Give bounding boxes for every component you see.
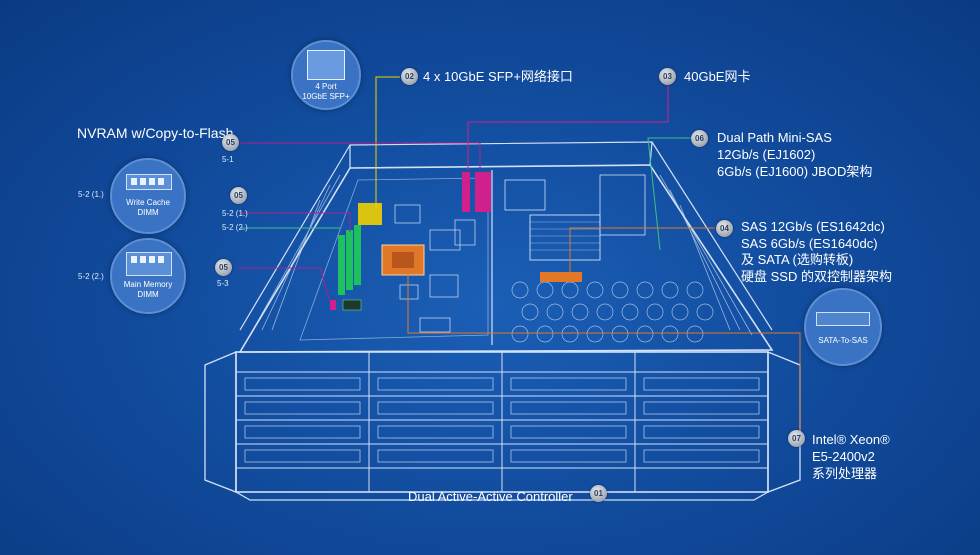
nvram-title: NVRAM w/Copy-to-Flash bbox=[77, 125, 234, 141]
sata-inset-caption: SATA-To-SAS bbox=[818, 336, 868, 345]
callout-04-line-4: 硬盘 SSD 的双控制器架构 bbox=[741, 269, 892, 284]
callout-01-badge: 01 bbox=[590, 485, 607, 502]
callout-07-line-1: Intel® Xeon® bbox=[812, 432, 890, 447]
sata-to-sas-inset: SATA-To-SAS bbox=[804, 288, 882, 366]
callout-07-line-3: 系列处理器 bbox=[812, 466, 878, 481]
callout-06-line-1: Dual Path Mini-SAS bbox=[717, 130, 832, 145]
main-memory-dimm-inset: Main Memory DIMM bbox=[110, 238, 186, 314]
sfp-module-inset: 4 Port 10GbE SFP+ bbox=[291, 40, 361, 110]
callout-06-line-2: 12Gb/s (EJ1602) bbox=[717, 147, 816, 162]
tag-5-2-2-left: 5-2 (2.) bbox=[78, 272, 104, 281]
callout-03-badge: 03 bbox=[659, 68, 676, 85]
sfp-inset-caption-2: 10GbE SFP+ bbox=[302, 92, 350, 101]
callout-05-badge-3: 05 bbox=[215, 259, 232, 276]
callout-06-line-3: 6Gb/s (EJ1600) JBOD架构 bbox=[717, 164, 873, 179]
callout-06-badge: 06 bbox=[691, 130, 708, 147]
tag-5-2-1-left: 5-2 (1.) bbox=[78, 190, 104, 199]
callout-07-line-2: E5-2400v2 bbox=[812, 449, 875, 464]
callout-05-sub-5-2-1: 5-2 (1.) bbox=[222, 209, 248, 218]
write-cache-dimm-picture bbox=[126, 174, 172, 190]
callout-05-sub-5-3: 5-3 bbox=[217, 279, 229, 288]
callout-02-label: 4 x 10GbE SFP+网络接口 bbox=[423, 69, 573, 84]
callout-02-badge: 02 bbox=[401, 68, 418, 85]
callout-05-sub-5-1: 5-1 bbox=[222, 155, 234, 164]
write-cache-caption-1: Write Cache bbox=[126, 198, 170, 207]
callout-04-line-3: 及 SATA (选购转板) bbox=[741, 252, 854, 267]
callout-05-badge-2: 05 bbox=[230, 187, 247, 204]
main-memory-dimm-picture bbox=[126, 252, 172, 276]
sfp-card-picture bbox=[307, 50, 345, 80]
callout-04-line-2: SAS 6Gb/s (ES1640dc) bbox=[741, 236, 878, 251]
callout-07-badge: 07 bbox=[788, 430, 805, 447]
sata-board-picture bbox=[816, 312, 870, 326]
callout-03-label: 40GbE网卡 bbox=[684, 69, 751, 84]
write-cache-dimm-inset: Write Cache DIMM bbox=[110, 158, 186, 234]
callout-04-badge: 04 bbox=[716, 220, 733, 237]
main-memory-caption-1: Main Memory bbox=[123, 280, 173, 289]
callout-05-sub-5-2-2: 5-2 (2.) bbox=[222, 223, 248, 232]
callout-04-line-1: SAS 12Gb/s (ES1642dc) bbox=[741, 219, 885, 234]
sfp-inset-caption-1: 4 Port bbox=[315, 82, 337, 91]
callout-01-label: Dual Active-Active Controller bbox=[408, 489, 573, 504]
write-cache-caption-2: DIMM bbox=[137, 208, 159, 217]
main-memory-caption-2: DIMM bbox=[137, 290, 159, 299]
callout-05-badge-1: 05 bbox=[222, 134, 239, 151]
